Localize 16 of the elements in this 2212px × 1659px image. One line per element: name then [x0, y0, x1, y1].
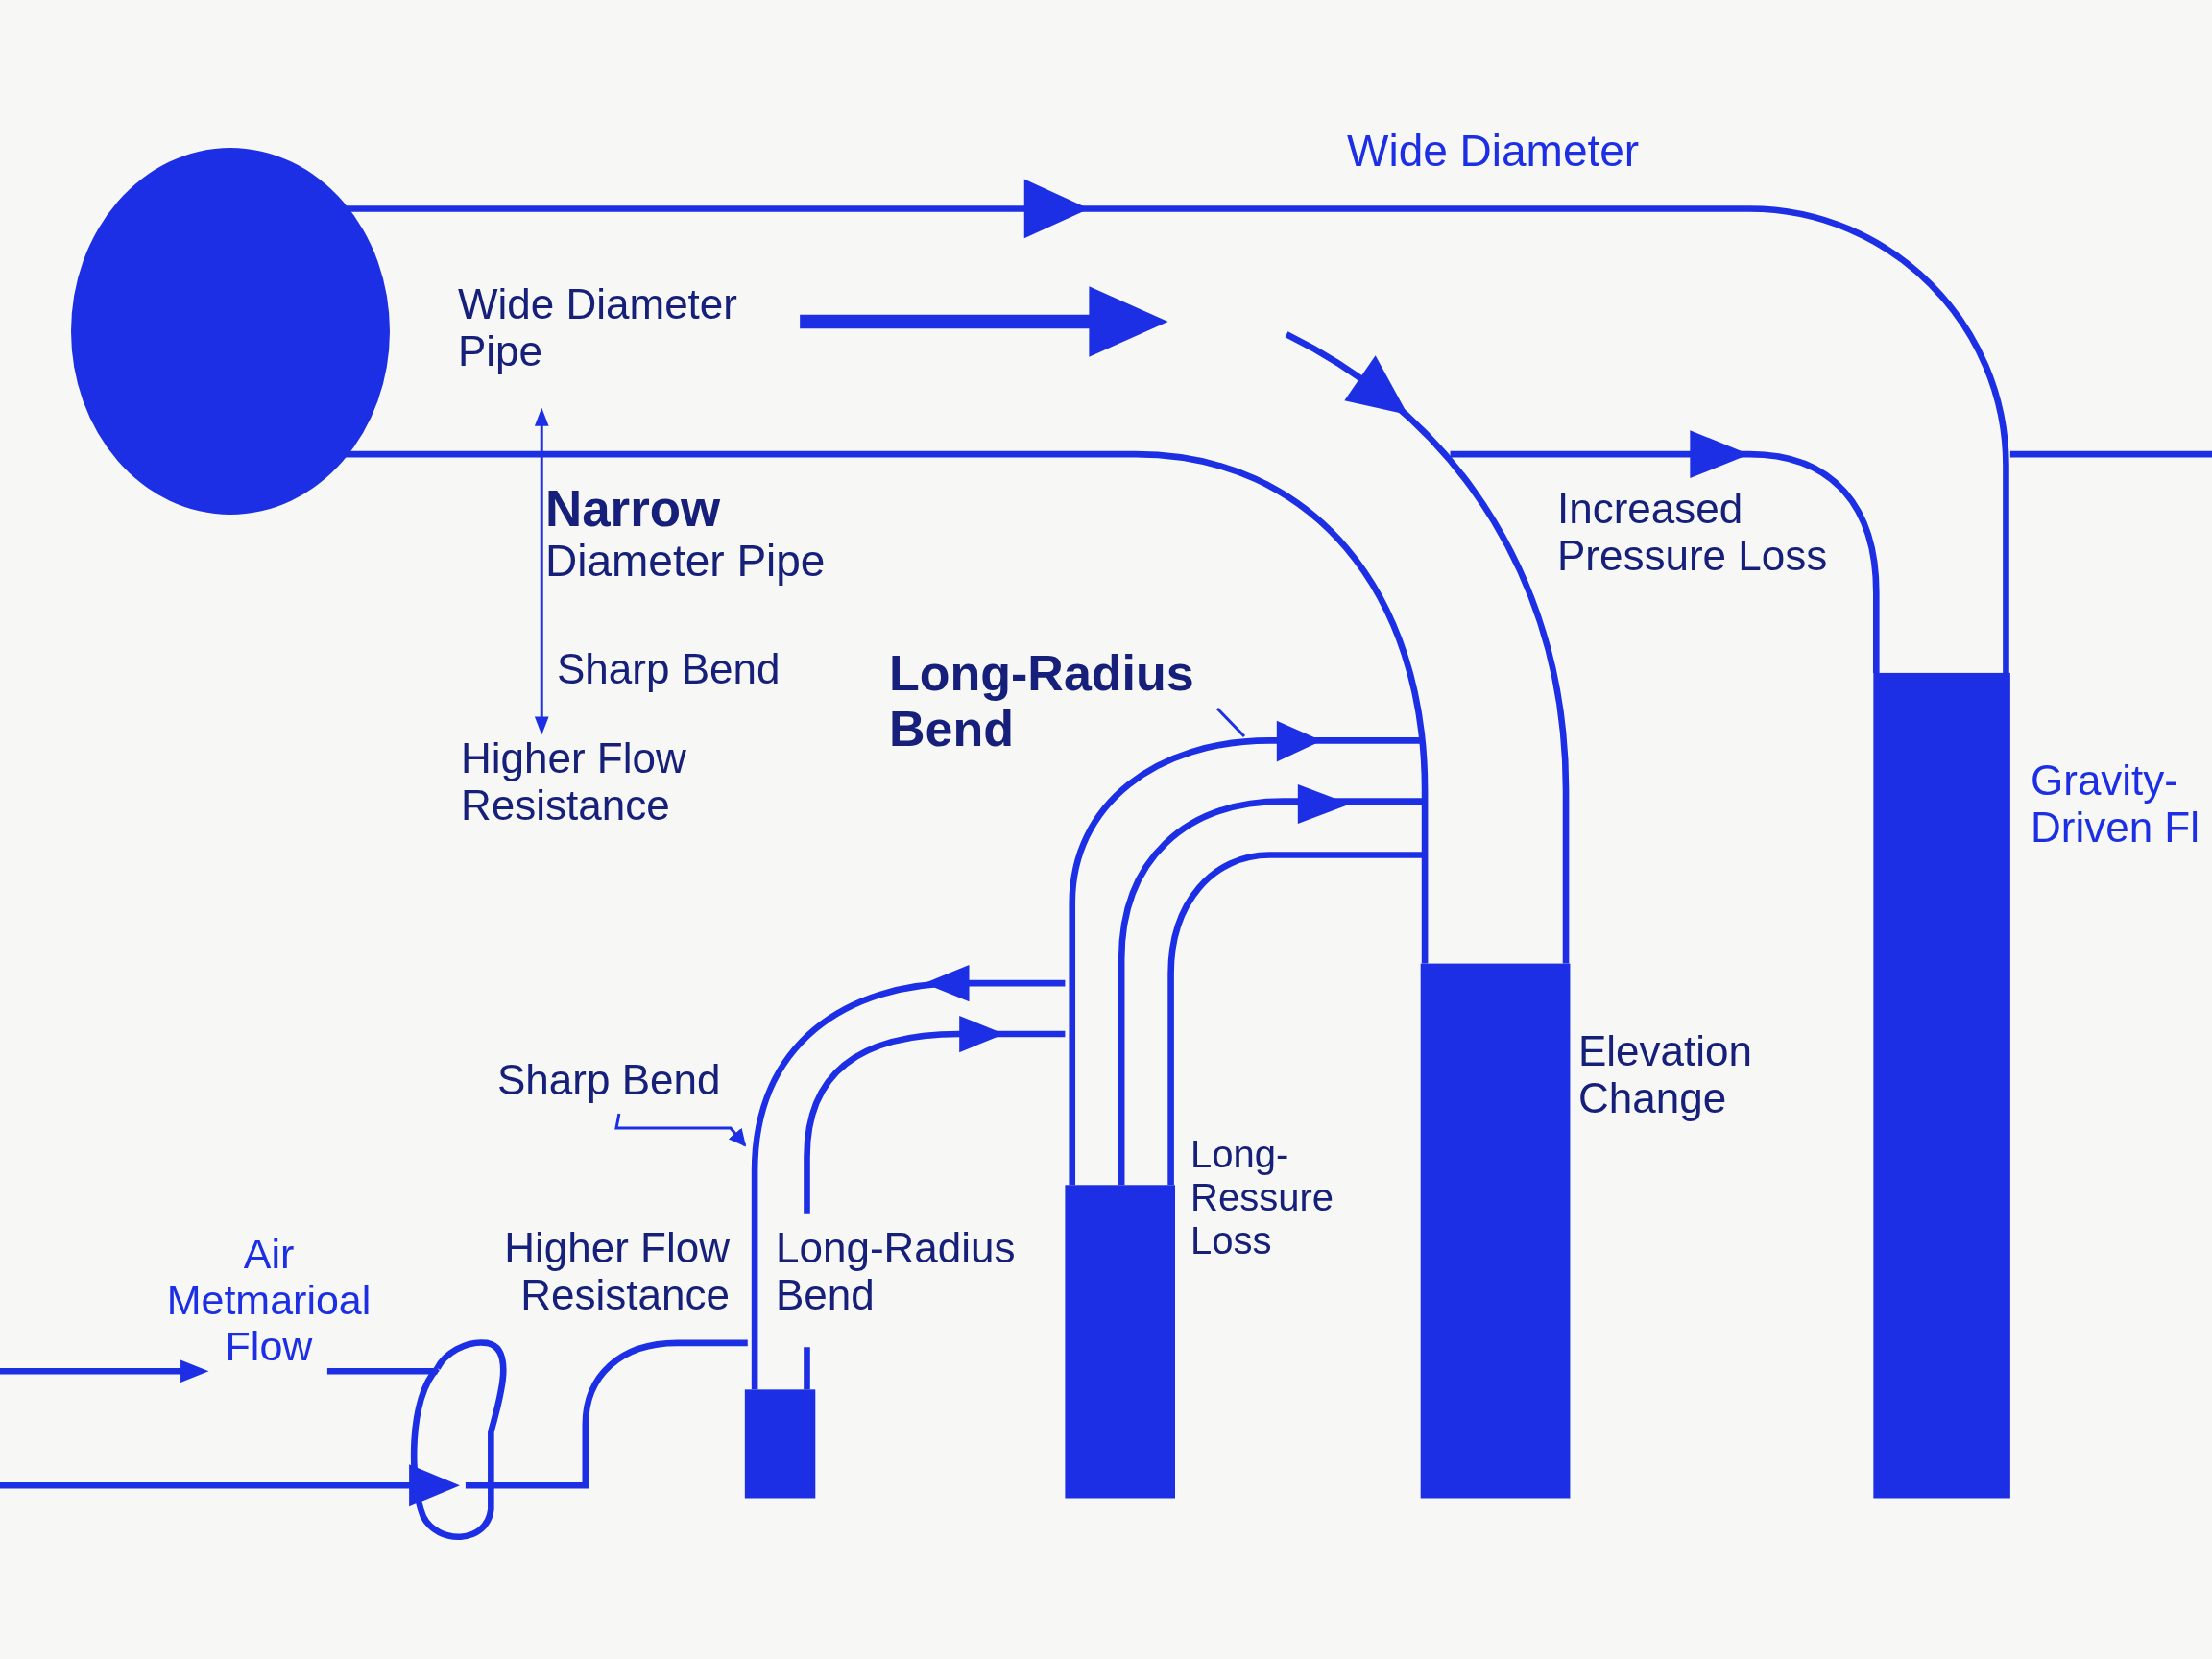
- label-text: Elevation Change: [1578, 1027, 1753, 1122]
- label-text: Higher Flow Resistance: [461, 734, 687, 830]
- label-text: Gravity- Driven Fl: [2031, 757, 2201, 852]
- bend-label: Sharp Bend: [497, 1056, 757, 1104]
- leader-line: [1215, 707, 1246, 738]
- bend-label: Long-Radius Bend: [889, 645, 1217, 757]
- label-text: Increased Pressure Loss: [1557, 485, 1829, 580]
- label-text: Higher Flow Resistance: [503, 1224, 730, 1319]
- label-text: Wide Diameter Pipe: [458, 280, 738, 375]
- label-text: Narrow Diameter Pipe: [545, 480, 827, 587]
- label-text: Long-Radius Bend: [776, 1224, 1017, 1319]
- label-text: Air Metmarioal Flow: [165, 1231, 373, 1370]
- label-text: Long- Ressure Loss: [1190, 1133, 1334, 1262]
- label-text: Sharp Bend: [557, 645, 781, 693]
- leader-line: [614, 1113, 747, 1147]
- label-text: Wide Diameter: [1347, 127, 1641, 177]
